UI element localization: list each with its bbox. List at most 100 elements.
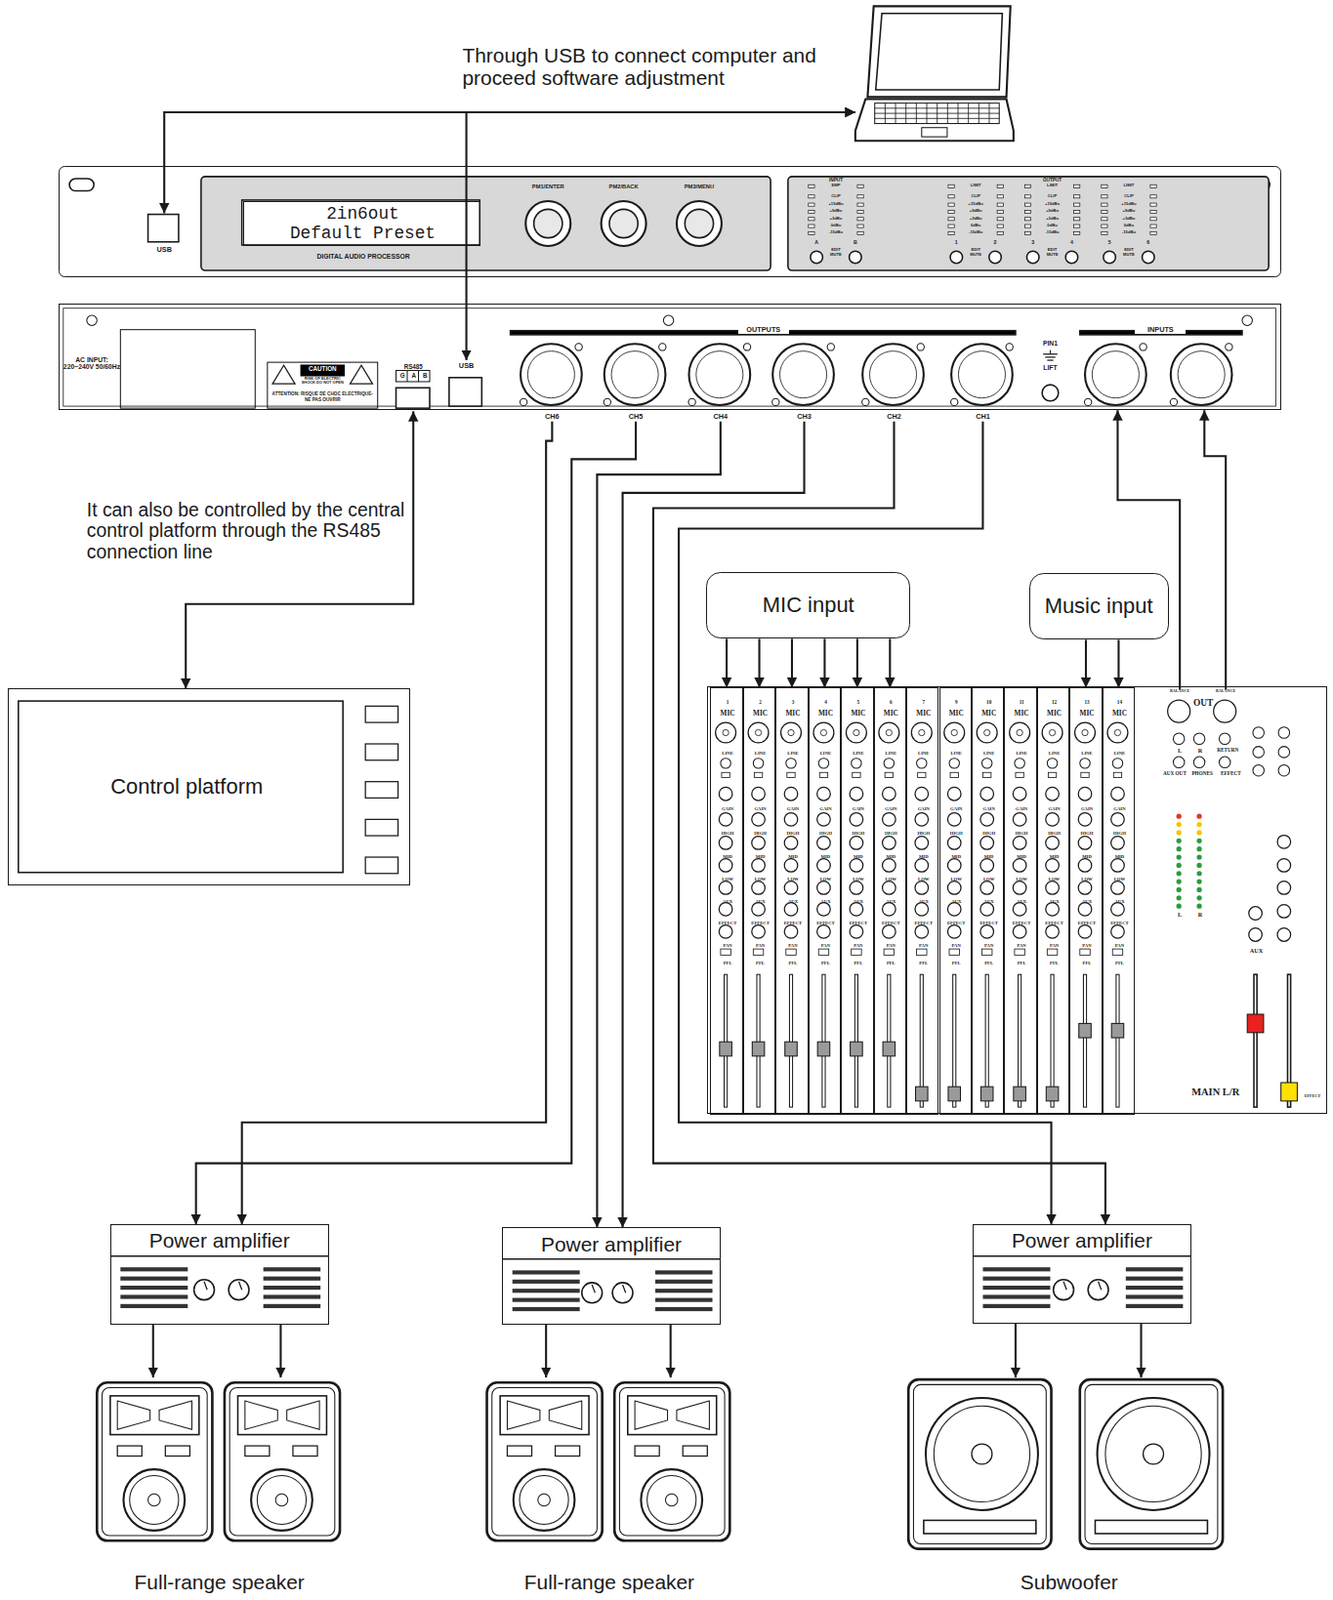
knob-pointer — [1098, 1282, 1102, 1291]
rotary-knob — [915, 787, 929, 801]
line-jack — [851, 758, 862, 769]
key-line — [874, 113, 1000, 115]
woofer — [250, 1469, 313, 1532]
node-label: LOW — [1038, 876, 1071, 882]
sub-driver — [925, 1398, 1039, 1511]
panel-label: EDIT MUTE — [1120, 248, 1139, 257]
input-box: MIC input — [706, 572, 911, 639]
woofer — [123, 1469, 185, 1532]
balance-jack — [1213, 700, 1237, 723]
line-jack — [752, 758, 763, 769]
xlr-jack — [604, 343, 667, 406]
channel-strip: 5MICLINEGAINHIGHMIDLOWAUXEFFECTPANPFL — [840, 687, 874, 1116]
panel-label: +9dBu — [1113, 208, 1144, 214]
amp-band-line — [501, 1258, 721, 1261]
led — [1150, 203, 1157, 207]
node-label: HIGH — [907, 831, 940, 836]
node-label: PAN — [1038, 943, 1071, 949]
switch — [852, 772, 861, 778]
rotary-knob — [915, 925, 929, 940]
fader-slot — [854, 974, 858, 1108]
rotary-knob — [718, 836, 733, 851]
xlr-screw — [827, 343, 834, 351]
panel-label: -15dBu — [960, 230, 992, 236]
rotary-knob — [980, 925, 995, 940]
mic-socket-pin — [1048, 729, 1055, 736]
speaker-pair: Full-range speaker — [91, 1377, 347, 1598]
dust-cap — [148, 1494, 162, 1507]
node-label: PAN — [940, 943, 973, 949]
node-label: CH4 — [686, 413, 754, 421]
led — [1101, 217, 1108, 221]
node-label: MID — [940, 854, 973, 860]
tweeter — [165, 1446, 190, 1457]
switch — [1113, 772, 1122, 778]
speaker-pair: Full-range speaker — [481, 1377, 737, 1598]
node-label: PAN — [1070, 943, 1103, 949]
switch — [721, 772, 730, 778]
node-label: MIC — [744, 709, 777, 718]
speaker-cabinet — [96, 1382, 212, 1542]
amp-knob — [612, 1283, 633, 1304]
warning-triangle — [272, 365, 295, 384]
node-label: LOW — [1004, 876, 1038, 882]
panel-label: INPUT — [815, 177, 857, 183]
mic-socket — [878, 722, 900, 744]
xlr-screw — [575, 343, 583, 351]
node-label: LINE — [1103, 750, 1136, 756]
tweeter — [555, 1446, 581, 1457]
led — [1024, 224, 1031, 228]
vent — [512, 1307, 581, 1312]
rotary-knob — [882, 859, 897, 874]
panel-label: +3dBu — [1113, 216, 1144, 222]
rotary-knob — [915, 903, 929, 917]
node-label: PAN — [907, 943, 940, 949]
node-label: MIC — [1038, 709, 1071, 718]
fader-slot — [1253, 974, 1257, 1108]
node-label: 7 — [907, 700, 940, 707]
jack — [1278, 764, 1290, 776]
horn-flare — [676, 1401, 709, 1430]
node-label: HIGH — [1038, 831, 1071, 836]
node-label: AUX — [1241, 948, 1272, 956]
node-label: EFFECT — [1217, 771, 1245, 778]
node-label: MID — [710, 854, 744, 860]
woofer — [640, 1469, 703, 1532]
switch — [1047, 772, 1056, 778]
tweeter — [682, 1446, 708, 1457]
led — [1074, 195, 1081, 199]
xlr-output: CH3 — [770, 342, 838, 421]
line-jack — [1014, 758, 1025, 769]
meter-led — [1196, 863, 1202, 869]
channel-strip: 4MICLINEGAINHIGHMIDLOWAUXEFFECTPANPFL — [808, 687, 841, 1116]
rotary-knob — [915, 813, 929, 828]
laptop-base — [855, 98, 1014, 141]
node-label: 2 — [744, 700, 777, 707]
sub-cone — [933, 1406, 1030, 1502]
rotary-knob — [882, 836, 897, 851]
jack — [1218, 756, 1230, 768]
vent — [263, 1267, 322, 1272]
node-label: HIGH — [776, 831, 809, 836]
signal-line-segment — [544, 1325, 547, 1378]
node-label: R — [1190, 912, 1211, 919]
panel-label: +3dBu — [960, 216, 992, 222]
meter-led — [1176, 830, 1182, 835]
meter-led — [1176, 895, 1182, 901]
mic-socket — [813, 722, 834, 744]
node-label: AUX — [907, 899, 940, 905]
meter-led — [1196, 854, 1202, 860]
node-label: MID — [907, 854, 940, 860]
horn-flare — [548, 1401, 582, 1430]
xlr-screw — [1083, 398, 1091, 406]
signal-line — [623, 421, 805, 1229]
meter-led — [1176, 887, 1182, 893]
node-label: LINE — [841, 750, 875, 756]
line-jack — [818, 758, 829, 769]
node-label: LOW — [776, 876, 809, 882]
tweeter — [245, 1446, 270, 1457]
usb-socket — [148, 214, 179, 243]
edit-button — [950, 250, 963, 264]
vent — [120, 1286, 188, 1291]
rotary-knob — [817, 787, 832, 801]
